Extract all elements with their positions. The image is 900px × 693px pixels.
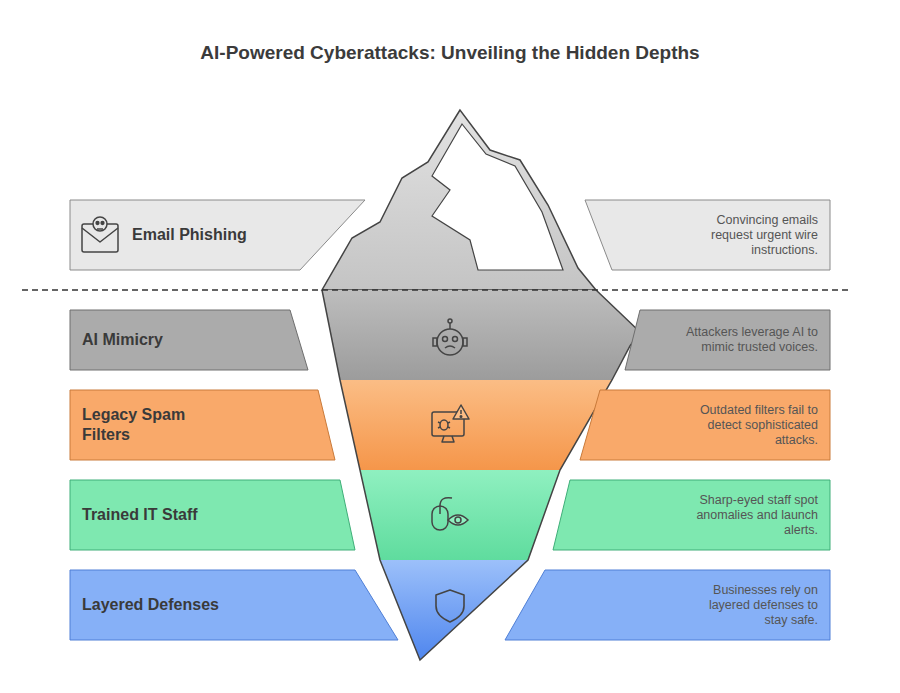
iceberg-blue [380, 560, 528, 660]
text-holder: Attackers leverage AI to mimic trusted v… [658, 310, 818, 370]
diagram-title: AI-Powered Cyberattacks: Unveiling the H… [0, 42, 900, 64]
layer-label: Email Phishing [132, 225, 332, 245]
iceberg-snow [432, 124, 563, 270]
layer-label: AI Mimicry [82, 330, 262, 350]
band-outline [70, 200, 365, 270]
iceberg-orange [340, 380, 612, 470]
band-outline [625, 310, 830, 370]
robot-icon [433, 319, 467, 355]
text-holder: AI Mimicry [82, 310, 262, 370]
layer-label-band: Trained IT Staff [70, 480, 355, 550]
layer-description: Sharp-eyed staff spot anomalies and laun… [678, 493, 818, 538]
band-outline [70, 310, 308, 370]
layer-label-band: Layered Defenses [70, 570, 398, 640]
layer-description-band: Businesses rely on layered defenses to s… [505, 570, 830, 640]
mouse-eye-icon [432, 498, 468, 530]
layer-label-band: Email Phishing [70, 200, 365, 270]
text-holder: Layered Defenses [82, 570, 282, 640]
layer-description: Convincing emails request urgent wire in… [678, 213, 818, 258]
text-holder: Legacy Spam Filters [82, 390, 202, 460]
text-holder: Email Phishing [132, 200, 332, 270]
text-holder: Businesses rely on layered defenses to s… [688, 570, 818, 640]
band-outline [553, 480, 830, 550]
shield-icon [436, 590, 464, 622]
iceberg-gray [322, 290, 640, 380]
band-outline [70, 480, 355, 550]
layer-description: Businesses rely on layered defenses to s… [688, 583, 818, 628]
layer-description-band: Outdated filters fail to detect sophisti… [580, 390, 830, 460]
layer-label-band: Legacy Spam Filters [70, 390, 335, 460]
text-holder: Outdated filters fail to detect sophisti… [663, 390, 818, 460]
iceberg-green [360, 470, 560, 560]
layer-description: Outdated filters fail to detect sophisti… [663, 403, 818, 448]
band-outline [70, 570, 398, 640]
layer-label: Layered Defenses [82, 595, 282, 615]
layer-description-band: Sharp-eyed staff spot anomalies and laun… [553, 480, 830, 550]
layer-label: Trained IT Staff [82, 505, 282, 525]
water-line [22, 289, 850, 290]
band-outline [505, 570, 830, 640]
layer-label-band: AI Mimicry [70, 310, 308, 370]
layer-description-band: Attackers leverage AI to mimic trusted v… [625, 310, 830, 370]
text-holder: Convincing emails request urgent wire in… [678, 200, 818, 270]
layer-description: Attackers leverage AI to mimic trusted v… [658, 325, 818, 355]
band-outline [70, 390, 335, 460]
band-outline [580, 390, 830, 460]
monitor-bug-icon [432, 405, 469, 442]
band-shape [70, 390, 335, 460]
band-outline [585, 200, 830, 270]
text-holder: Trained IT Staff [82, 480, 282, 550]
layer-description-band: Convincing emails request urgent wire in… [585, 200, 830, 270]
text-holder: Sharp-eyed staff spot anomalies and laun… [678, 480, 818, 550]
layer-label: Legacy Spam Filters [82, 405, 202, 445]
